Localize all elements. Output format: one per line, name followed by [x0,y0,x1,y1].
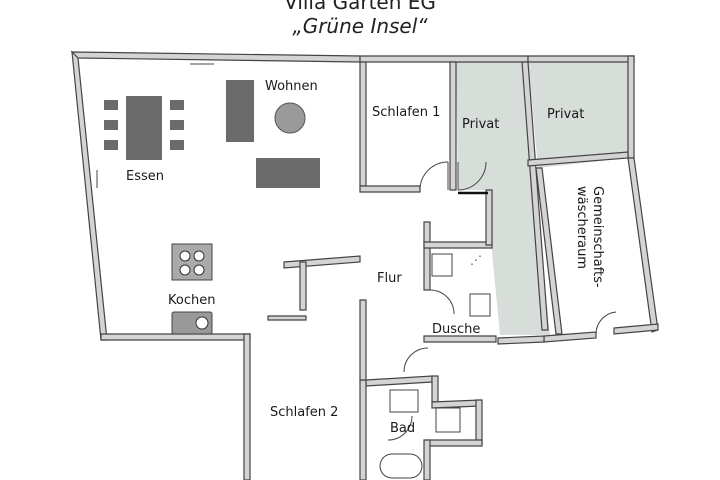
label-kochen: Kochen [168,293,215,308]
label-schlafen-1: Schlafen 1 [372,105,440,120]
coffee-table [274,102,306,134]
shower-icon: ⋰ [470,253,482,267]
label-dusche: Dusche [432,322,480,337]
toilet-dusche [431,253,453,277]
door-bad [387,415,413,441]
door-privat [457,161,487,191]
stove [171,243,213,281]
washbasin-bad [389,389,419,413]
sideboard [256,158,320,188]
label-privat-1: Privat [462,117,499,132]
label-privat-2: Privat [547,107,584,122]
label-essen: Essen [126,169,164,184]
door-schlafen1 [419,161,449,191]
door-dusche [429,289,455,315]
private-area-2 [528,60,628,168]
svg-text:wäscheraum: wäscheraum [574,186,589,269]
label-flur: Flur [377,271,402,286]
doors [96,63,617,441]
plan-title: Villa Garten EG [284,0,436,14]
washbasin-dusche [469,293,491,317]
label-bad: Bad [390,421,415,436]
plan-subtitle: „Grüne Insel“ [292,14,428,38]
dining-table [126,96,162,160]
sofa [226,80,254,142]
door-waschraum [595,311,617,335]
door-flur [403,347,429,373]
label-wohnen: Wohnen [265,79,318,94]
interior-walls [267,61,629,381]
toilet-bad [435,407,461,433]
label-schlafen-2: Schlafen 2 [270,405,338,420]
room-labels: Wohnen Essen Kochen Schlafen 1 Privat Pr… [126,79,605,436]
svg-text:Gemeinschafts-: Gemeinschafts- [590,186,605,288]
furniture: ⋰ [104,80,491,479]
outer-walls [70,50,659,480]
bathtub [379,453,423,479]
label-gemeinschaftswaescheraum: Gemeinschafts- wäscheraum [574,186,605,288]
